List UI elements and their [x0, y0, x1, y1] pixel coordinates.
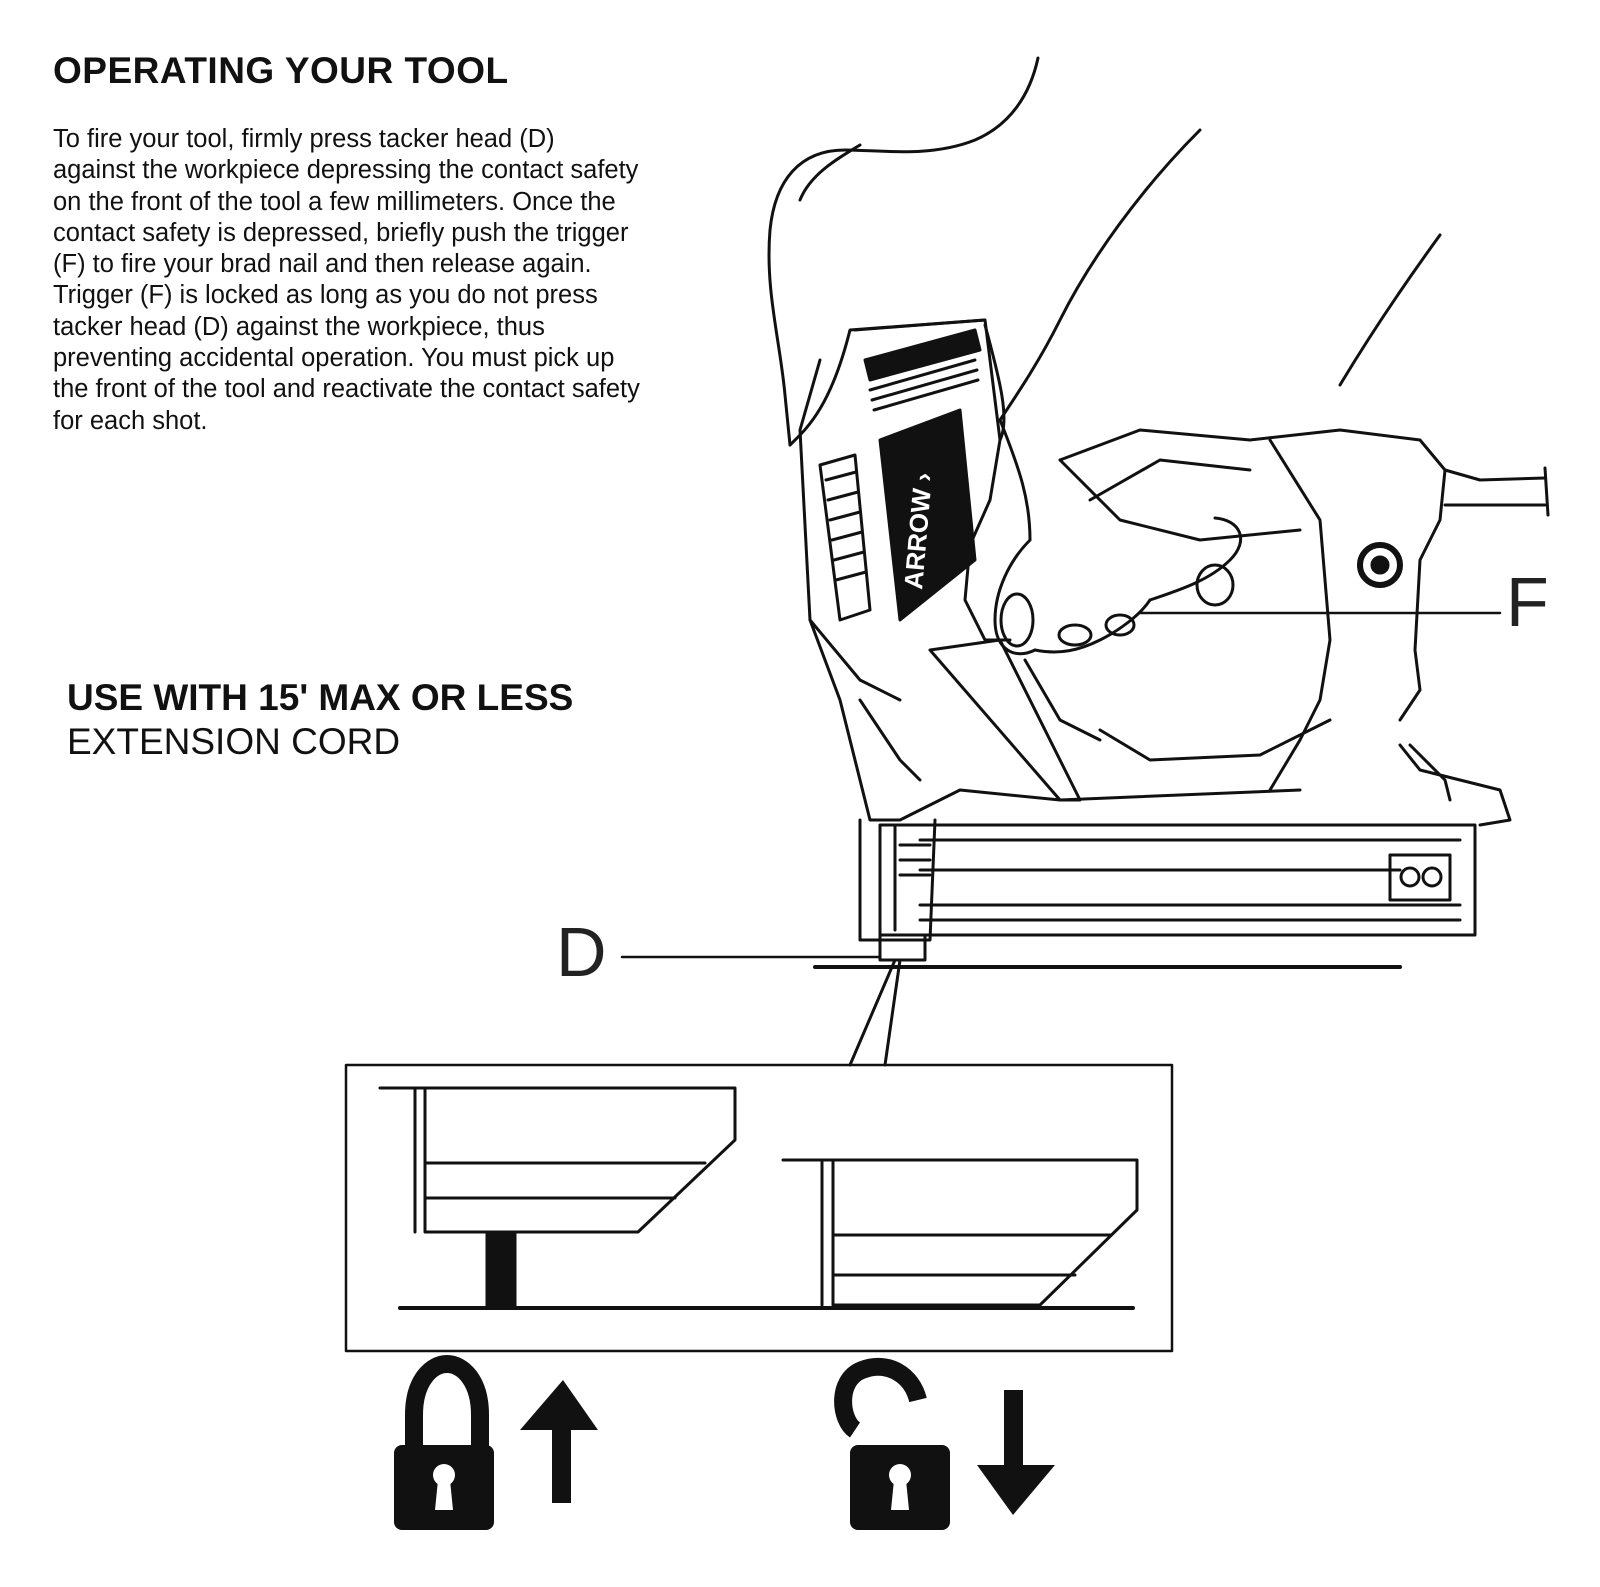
instruction-line: the front of the tool and reactivate the…	[53, 375, 640, 404]
extension-cord-note: USE WITH 15' MAX OR LESS EXTENSION CORD	[67, 676, 573, 764]
instruction-line: (F) to fire your brad nail and then rele…	[53, 250, 592, 279]
hand-illustration	[767, 56, 1442, 656]
up-arrow-icon	[520, 1380, 598, 1503]
page-title: OPERATING YOUR TOOL	[53, 50, 509, 91]
instruction-line: on the front of the tool a few millimete…	[53, 187, 616, 216]
instruction-line: Trigger (F) is locked as long as you do …	[53, 281, 598, 310]
instruction-line: To fire your tool, firmly press tacker h…	[53, 125, 555, 153]
contact-safety-detail-box	[344, 1063, 1174, 1353]
note-light: EXTENSION CORD	[67, 721, 401, 762]
down-arrow-icon	[977, 1390, 1055, 1515]
brad-nailer-illustration	[620, 318, 1550, 1067]
instruction-line: for each shot.	[53, 406, 208, 435]
instruction-line: preventing accidental operation. You mus…	[53, 344, 615, 373]
callout-f-label: F	[1506, 563, 1549, 641]
instruction-line: contact safety is depressed, briefly pus…	[53, 218, 629, 247]
instructions-paragraph: To fire your tool, firmly press tacker h…	[53, 124, 693, 437]
note-strong: USE WITH 15' MAX OR LESS	[67, 677, 574, 718]
instruction-line: against the workpiece depressing the con…	[53, 156, 639, 185]
callout-d-label: D	[556, 913, 607, 991]
locked-padlock-icon	[394, 1354, 494, 1530]
unlocked-padlock-icon	[834, 1357, 950, 1530]
instruction-line: tacker head (D) against the workpiece, t…	[53, 312, 545, 341]
